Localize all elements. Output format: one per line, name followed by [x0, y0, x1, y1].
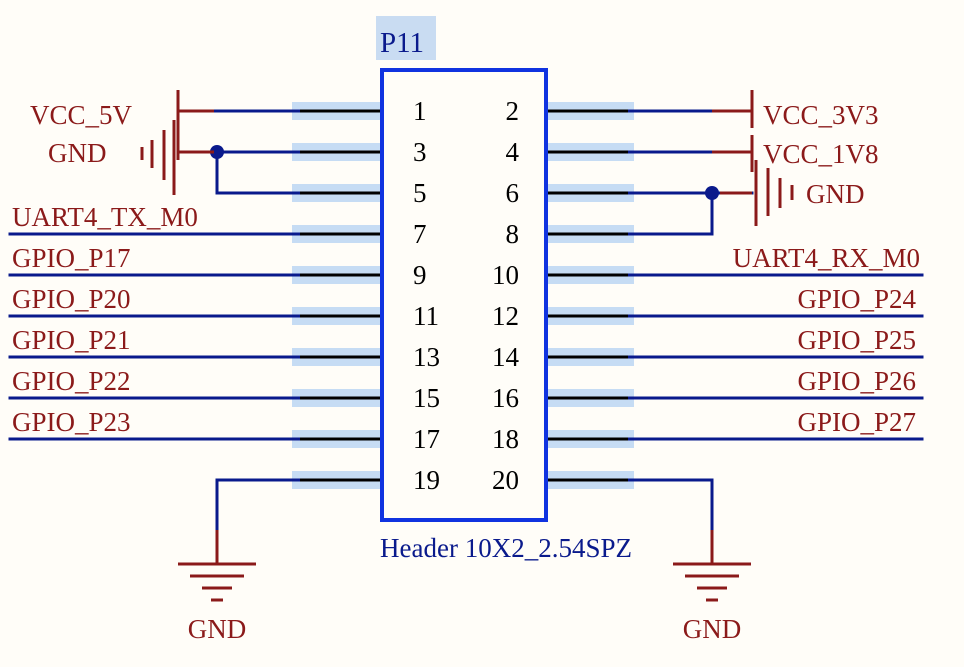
gnd-bottom-right-label[interactable]: GND [683, 614, 742, 644]
gnd-right-label[interactable]: GND [806, 179, 865, 209]
net-label-gpio-p21[interactable]: GPIO_P21 [12, 325, 131, 355]
pin-stubs [300, 109, 628, 482]
left-net-labels: UART4_TX_M0 GPIO_P17 GPIO_P20 GPIO_P21 G… [12, 202, 198, 437]
right-net-labels: UART4_RX_M0 GPIO_P24 GPIO_P25 GPIO_P26 G… [733, 243, 920, 437]
pin-number-15: 15 [413, 383, 440, 413]
pin-number-12: 12 [492, 301, 519, 331]
pin-number-1: 1 [413, 96, 427, 126]
gnd-bottom-left-label[interactable]: GND [188, 614, 247, 644]
ground-symbol-bottom-right [673, 530, 751, 602]
gnd-left-label[interactable]: GND [48, 138, 107, 168]
pin-number-8: 8 [506, 219, 520, 249]
net-label-gpio-p17[interactable]: GPIO_P17 [12, 243, 131, 273]
pin-number-11: 11 [413, 301, 439, 331]
header-body[interactable] [380, 68, 548, 522]
net-label-gpio-p27[interactable]: GPIO_P27 [797, 407, 916, 437]
pin-number-10: 10 [492, 260, 519, 290]
pin-number-14: 14 [492, 342, 520, 372]
pin-number-17: 17 [413, 424, 440, 454]
pin-number-16: 16 [492, 383, 519, 413]
pin-number-3: 3 [413, 137, 427, 167]
net-label-uart4-tx[interactable]: UART4_TX_M0 [12, 202, 198, 232]
pin-number-5: 5 [413, 178, 427, 208]
designator-highlight [376, 16, 436, 60]
junction-dot-left [210, 145, 224, 159]
wire-pin19-gnd [215, 478, 384, 562]
vcc-5v-label[interactable]: VCC_5V [30, 100, 133, 130]
power-symbols-right [712, 90, 794, 226]
net-label-gpio-p25[interactable]: GPIO_P25 [797, 325, 916, 355]
ground-symbol-bottom-left [178, 530, 256, 602]
pin-number-19: 19 [413, 465, 440, 495]
pin-number-20: 20 [492, 465, 519, 495]
net-label-gpio-p22[interactable]: GPIO_P22 [12, 366, 131, 396]
part-name[interactable]: Header 10X2_2.54SPZ [380, 533, 632, 563]
net-label-uart4-rx[interactable]: UART4_RX_M0 [733, 243, 920, 273]
net-label-gpio-p20[interactable]: GPIO_P20 [12, 284, 131, 314]
pin-number-4: 4 [506, 137, 520, 167]
net-label-gpio-p23[interactable]: GPIO_P23 [12, 407, 131, 437]
net-label-gpio-p24[interactable]: GPIO_P24 [797, 284, 916, 314]
pin-number-2: 2 [506, 96, 520, 126]
pin-number-18: 18 [492, 424, 519, 454]
pin-numbers: 1 3 5 7 9 11 13 15 17 19 2 4 6 8 10 12 1… [413, 96, 520, 495]
vcc-3v3-label[interactable]: VCC_3V3 [763, 100, 879, 130]
power-symbols-left [140, 90, 214, 195]
pin-number-7: 7 [413, 219, 427, 249]
pin-number-9: 9 [413, 260, 427, 290]
net-label-gpio-p26[interactable]: GPIO_P26 [797, 366, 916, 396]
junction-dot-right [705, 186, 719, 200]
designator[interactable]: P11 [380, 27, 424, 59]
pin-number-6: 6 [506, 178, 520, 208]
vcc-1v8-label[interactable]: VCC_1V8 [763, 139, 879, 169]
pin-number-13: 13 [413, 342, 440, 372]
